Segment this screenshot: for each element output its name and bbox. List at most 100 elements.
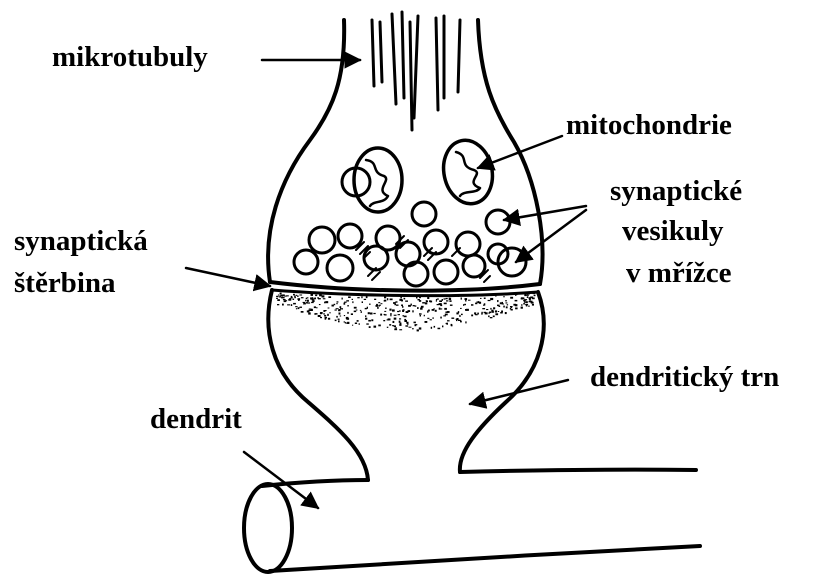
- stipple-dot: [362, 301, 363, 303]
- stipple-dot: [311, 309, 313, 311]
- stipple-dot: [414, 322, 416, 324]
- stipple-dot: [495, 313, 498, 315]
- stipple-dot: [417, 307, 419, 309]
- label-mitochondrie: mitochondrie: [566, 109, 732, 141]
- stipple-dot: [328, 318, 330, 320]
- stipple-dot: [394, 329, 397, 331]
- stipple-dot: [303, 303, 306, 304]
- stipple-dot: [389, 324, 391, 326]
- stipple-dot: [313, 298, 315, 299]
- stipple-dot: [497, 300, 498, 302]
- stipple-dot: [521, 304, 522, 305]
- label-trn: dendritický trn: [590, 361, 779, 393]
- stipple-dot: [320, 317, 322, 318]
- stipple-dot: [314, 306, 316, 308]
- stipple-dot: [435, 310, 437, 312]
- microtubules: [372, 12, 460, 130]
- stipple-dot: [384, 311, 386, 312]
- stipple-dot: [348, 296, 351, 298]
- stipple-dot: [281, 297, 283, 299]
- stipple-dot: [439, 300, 442, 302]
- stipple-dot: [295, 306, 297, 307]
- stipple-dot: [385, 308, 386, 310]
- stipple-dot: [394, 315, 397, 316]
- stipple-dot: [294, 297, 296, 299]
- stipple-dot: [299, 295, 302, 296]
- stipple-dot: [426, 300, 428, 301]
- stipple-dot: [352, 301, 353, 303]
- stipple-dot: [403, 309, 405, 311]
- stipple-dot: [427, 318, 429, 319]
- stipple-dot: [371, 319, 373, 321]
- stipple-dot: [280, 293, 282, 295]
- stipple-dot: [419, 313, 422, 314]
- stipple-dot: [296, 295, 298, 296]
- stipple-dot: [484, 303, 486, 305]
- stipple-dot: [404, 319, 406, 321]
- stipple-dot: [359, 323, 361, 324]
- stipple-dot: [378, 325, 381, 327]
- stipple-dot: [515, 304, 518, 306]
- stipple-dot: [420, 308, 423, 310]
- stipple-dot: [405, 301, 408, 302]
- stipple-dot: [301, 311, 304, 313]
- stipple-dot: [392, 309, 395, 311]
- stipple-dot: [490, 308, 491, 310]
- stipple-dot: [393, 302, 396, 304]
- stipple-dot: [312, 297, 313, 299]
- stipple-dot: [450, 305, 453, 306]
- stipple-dot: [291, 304, 292, 306]
- stipple-dot: [448, 296, 450, 297]
- stipple-dot: [506, 302, 508, 303]
- stipple-dot: [399, 318, 401, 319]
- arrow-dendrit: [244, 452, 318, 508]
- stipple-dot: [360, 310, 361, 311]
- stipple-dot: [336, 303, 337, 304]
- stipple-dot: [281, 295, 283, 296]
- stipple-dot: [500, 302, 502, 304]
- stipple-dot: [442, 326, 443, 328]
- label-synapticke-2: vesikuly: [622, 215, 724, 247]
- stipple-dot: [282, 297, 284, 298]
- stipple-dot: [420, 315, 421, 317]
- stipple-dot: [444, 303, 447, 305]
- stipple-dot: [490, 317, 493, 318]
- stipple-dot: [431, 327, 432, 329]
- stipple-dot: [412, 310, 413, 312]
- stipple-dot: [308, 312, 311, 314]
- stipple-dot: [355, 323, 357, 325]
- stipple-dot: [342, 298, 343, 300]
- stipple-dot: [398, 314, 400, 315]
- stipple-dot: [526, 301, 528, 303]
- stipple-dot: [365, 315, 366, 317]
- stipple-dot: [378, 302, 380, 303]
- stipple-dot: [527, 297, 528, 298]
- stipple-dot: [465, 298, 468, 300]
- stipple-dot: [316, 307, 317, 308]
- stipple-dot: [311, 294, 314, 296]
- stipple-dot: [488, 300, 491, 301]
- stipple-dot: [493, 316, 495, 318]
- stipple-dot: [445, 296, 446, 297]
- stipple-dot: [419, 300, 421, 302]
- stipple-dot: [515, 294, 517, 295]
- stipple-dot: [451, 318, 454, 319]
- stipple-dot: [277, 304, 279, 305]
- stipple-dot: [369, 304, 371, 305]
- stipple-dot: [432, 317, 433, 318]
- stipple-dot: [413, 305, 415, 306]
- stipple-dot: [534, 295, 536, 297]
- stipple-dot: [523, 303, 525, 305]
- label-dendrit: dendrit: [150, 403, 242, 435]
- stipple-dot: [531, 302, 534, 304]
- stipple-dot: [278, 295, 279, 296]
- stipple-dot: [415, 325, 417, 327]
- stipple-dot: [521, 293, 523, 294]
- stipple-dot: [298, 298, 301, 300]
- stipple-dot: [322, 295, 325, 297]
- stipple-dot: [438, 328, 441, 330]
- stipple-dot: [412, 328, 413, 329]
- stipple-dot: [427, 311, 428, 313]
- stipple-dot: [306, 298, 307, 299]
